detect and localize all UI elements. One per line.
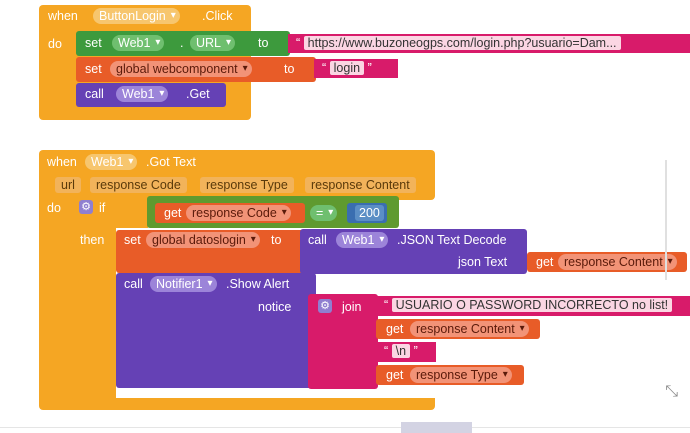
- url-text[interactable]: https://www.buzoneogps.com/login.php?usu…: [303, 36, 621, 50]
- variable-dropdown-response-content[interactable]: response Content: [410, 321, 529, 337]
- operator-dropdown-equals[interactable]: =: [310, 205, 338, 221]
- newline-text[interactable]: \n: [391, 344, 411, 358]
- do-label: do: [48, 37, 62, 51]
- method-name: .JSON Text Decode: [397, 233, 507, 247]
- login-text[interactable]: login: [329, 61, 365, 75]
- component-dropdown-web1[interactable]: Web1: [116, 86, 169, 102]
- set-label: set: [85, 36, 102, 50]
- to-label: to: [284, 62, 295, 76]
- workspace-bottom-border: [0, 427, 690, 428]
- param-url[interactable]: url: [55, 177, 81, 193]
- get-label: get: [536, 255, 554, 269]
- component-dropdown-web1[interactable]: Web1: [85, 154, 138, 170]
- component-dropdown-notifier1[interactable]: Notifier1: [150, 276, 217, 292]
- horizontal-scrollbar[interactable]: [401, 422, 472, 433]
- variable-dropdown-response-content[interactable]: response Content: [558, 254, 677, 270]
- event-bottom-bar: [39, 398, 435, 410]
- event-name: .Got Text: [146, 155, 196, 169]
- if-label: if: [99, 201, 106, 215]
- to-label: to: [258, 36, 269, 50]
- event-body-rail: [39, 195, 73, 405]
- call-label: call: [308, 233, 327, 247]
- method-name: .Get: [186, 87, 210, 101]
- when-label: when: [47, 155, 77, 169]
- variable-dropdown-response-code[interactable]: response Code: [186, 205, 291, 221]
- event-body-rail: [39, 27, 73, 110]
- method-name: .Show Alert: [226, 277, 290, 291]
- gear-icon[interactable]: ⚙: [79, 200, 93, 214]
- gear-icon[interactable]: ⚙: [318, 299, 332, 313]
- string-block-error-message[interactable]: “ USUARIO O PASSWORD INCORRECTO no list!: [376, 296, 690, 316]
- param-response-content[interactable]: response Content: [305, 177, 416, 193]
- call-label: call: [85, 87, 104, 101]
- then-label: then: [80, 233, 105, 247]
- call-label: call: [124, 277, 143, 291]
- param-response-code[interactable]: response Code: [90, 177, 187, 193]
- get-label: get: [164, 206, 182, 220]
- notice-arg-label: notice: [258, 300, 292, 314]
- variable-dropdown-response-type[interactable]: response Type: [410, 367, 512, 383]
- error-message-text[interactable]: USUARIO O PASSWORD INCORRECTO no list!: [391, 298, 673, 312]
- string-block-newline[interactable]: “ \n ”: [376, 342, 436, 362]
- do-label: do: [47, 201, 61, 215]
- resize-icon[interactable]: ⤡: [665, 383, 678, 400]
- when-label: when: [48, 9, 78, 23]
- if-block-bottom: [72, 388, 116, 401]
- number-value-200[interactable]: 200: [355, 205, 384, 221]
- json-text-arg-label: json Text: [458, 255, 508, 269]
- component-dropdown-web1[interactable]: Web1: [112, 35, 165, 51]
- to-label: to: [271, 233, 282, 247]
- get-label: get: [386, 322, 404, 336]
- variable-dropdown-webcomponent[interactable]: global webcomponent: [110, 61, 252, 77]
- component-dropdown-buttonlogin[interactable]: ButtonLogin: [93, 8, 180, 24]
- set-label: set: [85, 62, 102, 76]
- event-name: .Click: [202, 9, 233, 23]
- property-dropdown-url[interactable]: URL: [190, 35, 236, 51]
- if-block-rail: [72, 196, 116, 401]
- get-label: get: [386, 368, 404, 382]
- join-label: join: [342, 300, 362, 314]
- vertical-scrollbar[interactable]: [665, 160, 667, 280]
- param-response-type[interactable]: response Type: [200, 177, 294, 193]
- variable-dropdown-datoslogin[interactable]: global datoslogin: [146, 232, 260, 248]
- string-block-login[interactable]: “ login ”: [314, 59, 398, 78]
- dot-label: .: [180, 36, 184, 50]
- string-block-url[interactable]: “ https://www.buzoneogps.com/login.php?u…: [288, 34, 690, 53]
- set-label: set: [124, 233, 141, 247]
- component-dropdown-web1[interactable]: Web1: [336, 232, 389, 248]
- call-notifier1-showalert-block[interactable]: [116, 273, 316, 388]
